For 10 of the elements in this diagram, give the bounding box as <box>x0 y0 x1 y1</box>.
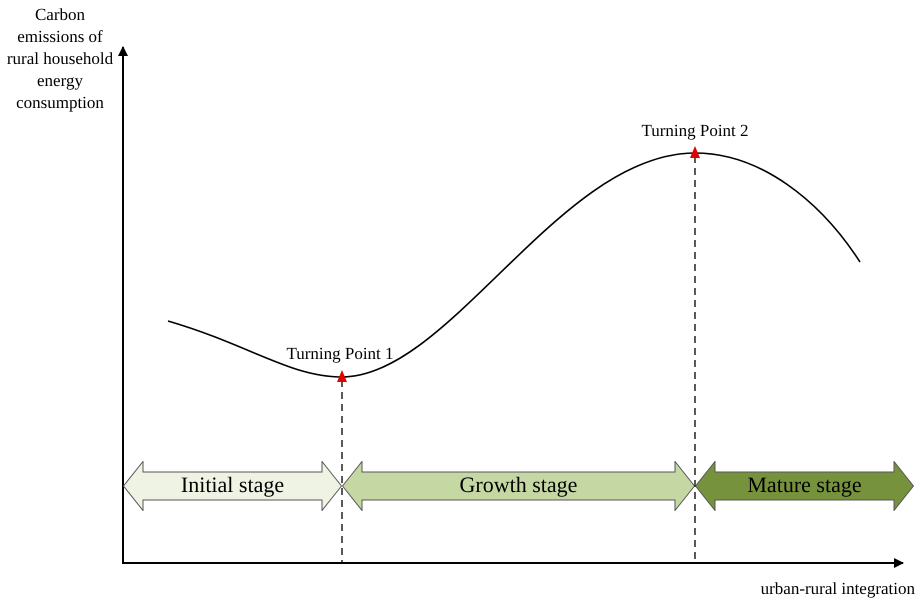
axis-title: Carbon emissions of rural household energy consumption <box>6 4 114 114</box>
stage-label: Mature stage <box>746 472 863 498</box>
stage-band <box>695 461 914 511</box>
axis-title: urban-rural integration <box>760 578 915 600</box>
stage-band <box>123 461 342 511</box>
stage-label: Initial stage <box>180 472 286 498</box>
stage-band <box>342 461 695 511</box>
point-label: Turning Point 1 <box>285 343 395 365</box>
point-label: Turning Point 2 <box>640 120 750 142</box>
stage-label: Growth stage <box>458 472 578 498</box>
